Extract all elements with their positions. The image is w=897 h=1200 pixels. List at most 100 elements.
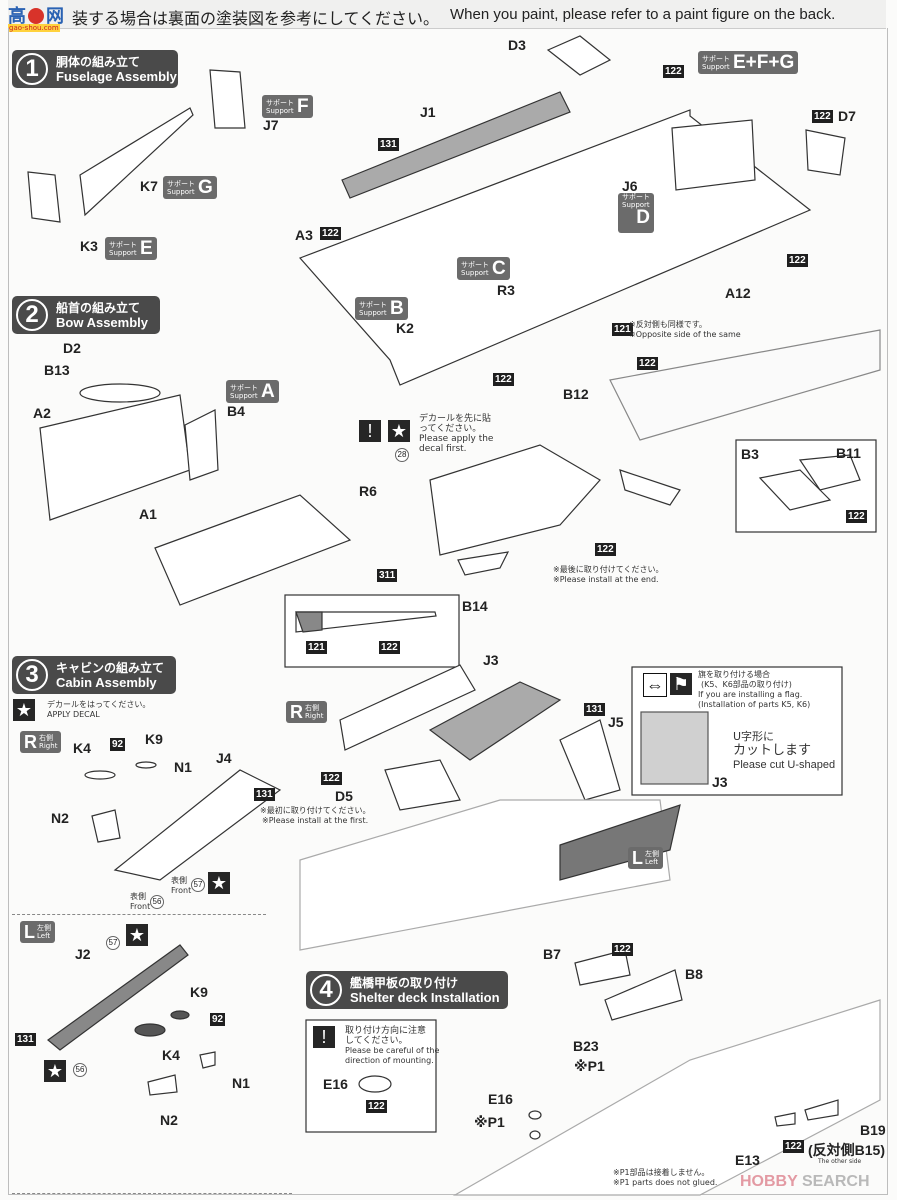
deck-base-shape [452,999,881,1196]
part-label-k4: K4 [73,740,91,756]
part-label-a1: A1 [139,506,157,522]
front-label-en: Front [171,886,192,895]
step-2-title-jp: 船首の組み立て [56,301,141,315]
part-b8-shape [604,969,683,1021]
flag-note-en2: (Installation of parts K5, K6) [698,700,811,709]
step-1-title-en: Fuselage Assembly [56,69,177,84]
paint-note-en: When you paint, please refer to a paint … [450,6,836,23]
part-b14-shape [457,551,510,576]
p1-note-jp: ※P1部品は接着しません。 [613,1168,710,1177]
part-label-j7: J7 [263,117,279,133]
part-k4-left-shape [134,1023,166,1037]
paint-code-122: 122 [379,641,400,654]
decal-star-icon: ★ [208,872,230,894]
part-label-j4: J4 [216,750,232,766]
part-p1-shape [529,1130,541,1140]
fuselage-front-shape [609,329,881,441]
mount-note-jp1: 取り付け方向に注意 [345,1026,427,1036]
part-label-j2: J2 [75,946,91,962]
part-label-b8: B8 [685,966,703,982]
flag-note-en1: If you are installing a flag. [698,690,803,699]
front-label-en: Front [130,902,151,911]
part-label-d2: D2 [63,340,81,356]
part-d5-shape [384,759,461,811]
paint-code-122: 122 [366,1100,387,1113]
step-4-number: 4 [310,974,342,1006]
flag-note-jp1: 旗を取り付ける場合 [698,670,770,679]
part-j5-shape [559,719,621,801]
part-label-b13: B13 [44,362,70,378]
part-j4-shape [113,769,282,881]
part-d3-shape [546,35,612,76]
step-1-title-jp: 胴体の組み立て [56,55,141,69]
logo-url: gao-shou.com [8,24,60,32]
decal-number-56: 56 [150,895,164,909]
part-j2-shape [47,944,189,1051]
part-label-e16-detail: E16 [323,1076,348,1092]
mount-note-jp2: してください。 [345,1036,408,1046]
part-label-n1-left: N1 [232,1075,250,1091]
decal-first-jp1: デカールを先に貼 [419,414,492,424]
decal-first-jp2: ってください。 [419,424,482,434]
part-label-j1: J1 [420,104,436,120]
decal-first-en2: decal first. [419,444,467,454]
paint-code-92: 92 [210,1013,226,1026]
right-wall-shape [339,664,476,751]
paint-code-122: 122 [846,510,867,523]
part-k7-shape [79,107,194,217]
apply-decal-jp: デカールをはってください。 [47,700,151,709]
front-label-jp: 表側 [171,876,187,885]
mount-note-en2: direction of mounting. [345,1056,434,1065]
flag-note-jp2: (K5、K6部品の取り付け) [701,680,792,689]
decal-number-56: 56 [73,1063,87,1077]
part-label-k4-left: K4 [162,1047,180,1063]
paint-code-131: 131 [254,788,275,801]
part-label-d3: D3 [508,37,526,53]
decal-first-en1: Please apply the [419,434,494,444]
site-logo: 高网 gao-shou.com [8,6,64,32]
opposite-note-jp: ※反対側も同様です。 [629,320,707,329]
paint-code-92: 92 [110,738,126,751]
step-1-header: 1 胴体の組み立て Fuselage Assembly [12,50,178,88]
p1-note-en: ※P1 parts does not glued. [613,1178,718,1187]
part-label-a3: A3 [295,227,313,243]
section-divider [12,914,266,915]
decal-star-icon: ★ [388,420,410,442]
part-b13-shape [79,383,161,403]
part-label-j3-detail: J3 [712,774,728,790]
mount-note-en1: Please be careful of the [345,1046,440,1055]
paint-code-122: 122 [787,254,808,267]
part-label-n1: N1 [174,759,192,775]
apply-decal-en: APPLY DECAL [47,710,100,719]
part-j1-shape [341,91,571,199]
part-label-r3: R3 [497,282,515,298]
part-j3-shape [428,681,562,761]
step-4-header: 4 艦橋甲板の取り付け Shelter deck Installation [306,971,508,1009]
watermark: HOBBY SEARCH [740,1173,870,1190]
paint-code-131: 131 [15,1033,36,1046]
paint-code-122: 122 [637,357,658,370]
paint-code-122: 122 [493,373,514,386]
part-label-p1: ※P1 [574,1058,605,1074]
paint-code-122: 122 [595,543,616,556]
header-bar: 装する場合は裏面の塗装図を参考にしてください。 When you paint, … [8,0,886,29]
page-frame [8,28,888,1195]
part-label-d7: D7 [838,108,856,124]
decal-number-28: 28 [395,448,409,462]
part-label-e13: E13 [735,1152,760,1168]
part-label-j6: J6 [622,178,638,194]
step-3-number: 3 [16,659,48,691]
part-k9-shape [135,761,157,769]
part-label-b3: B3 [741,446,759,462]
decal-star-icon: ★ [44,1060,66,1082]
paint-code-311: 311 [377,569,398,582]
caution-icon: ! [313,1026,335,1048]
